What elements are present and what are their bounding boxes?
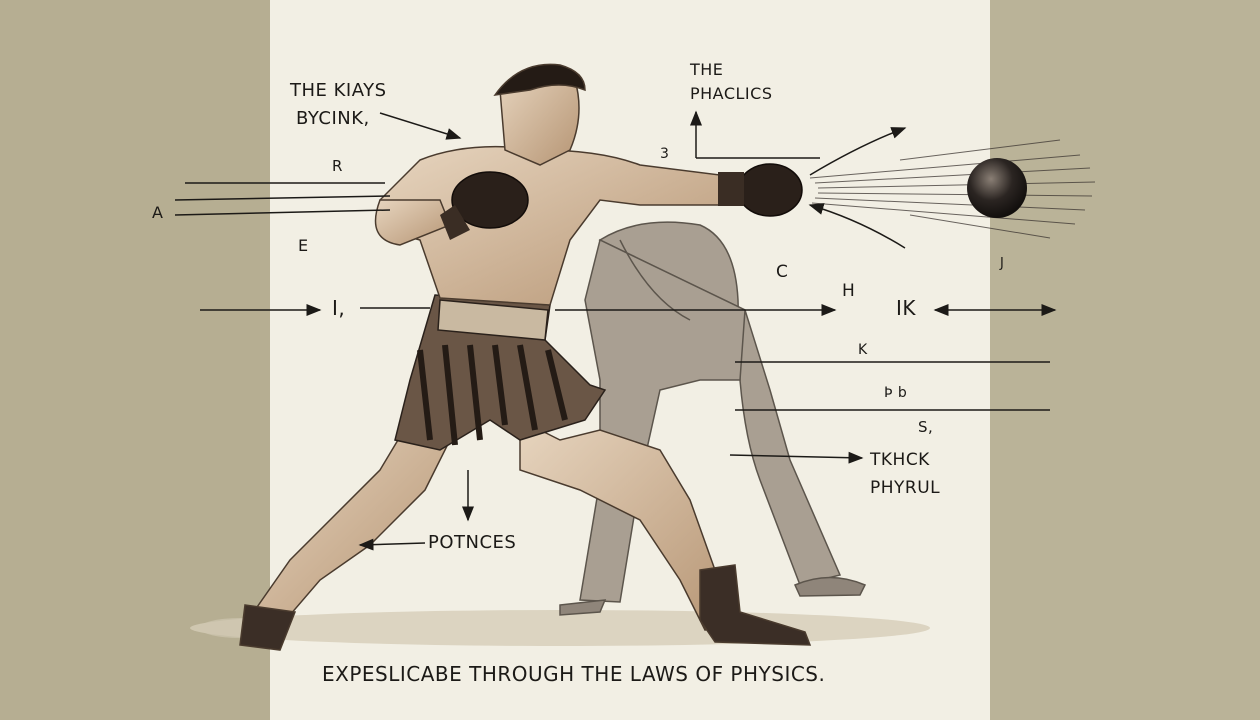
label-s: S, — [918, 418, 934, 436]
label-c: C — [776, 262, 789, 282]
label-phyrul: PHYRUL — [870, 478, 941, 498]
label-j: J — [1000, 256, 1005, 271]
left-margin — [0, 0, 270, 720]
label-top-line2: PHACLICS — [690, 84, 773, 103]
background-figure — [559, 221, 867, 616]
caption: EXPESLICABE THROUGH THE LAWS OF PHYSICS. — [322, 662, 826, 686]
label-h: H — [842, 281, 856, 301]
label-tkhck: TKHCK — [870, 450, 930, 470]
boxer-legs — [239, 418, 812, 651]
label-three: 3 — [660, 146, 670, 162]
ball — [967, 158, 1027, 218]
label-ik: IK — [896, 296, 917, 320]
annotation-arrows — [174, 110, 1057, 551]
label-e: E — [298, 236, 309, 255]
label-a: A — [152, 203, 164, 222]
label-top-line1: THE — [690, 60, 724, 79]
label-boxer-line1: THE KIAYS — [290, 80, 387, 101]
label-pb: Þ b — [884, 385, 908, 401]
label-i: I, — [332, 296, 346, 320]
label-potnces: POTNCES — [428, 532, 517, 553]
label-r: R — [332, 157, 343, 175]
label-boxer-line2: BYCINK, — [296, 108, 370, 129]
right-margin — [990, 0, 1260, 720]
front-glove — [451, 171, 529, 229]
punching-glove — [737, 163, 803, 217]
label-k: K — [858, 342, 868, 358]
motion-lines — [809, 139, 1096, 239]
boxer-shorts — [394, 294, 607, 451]
